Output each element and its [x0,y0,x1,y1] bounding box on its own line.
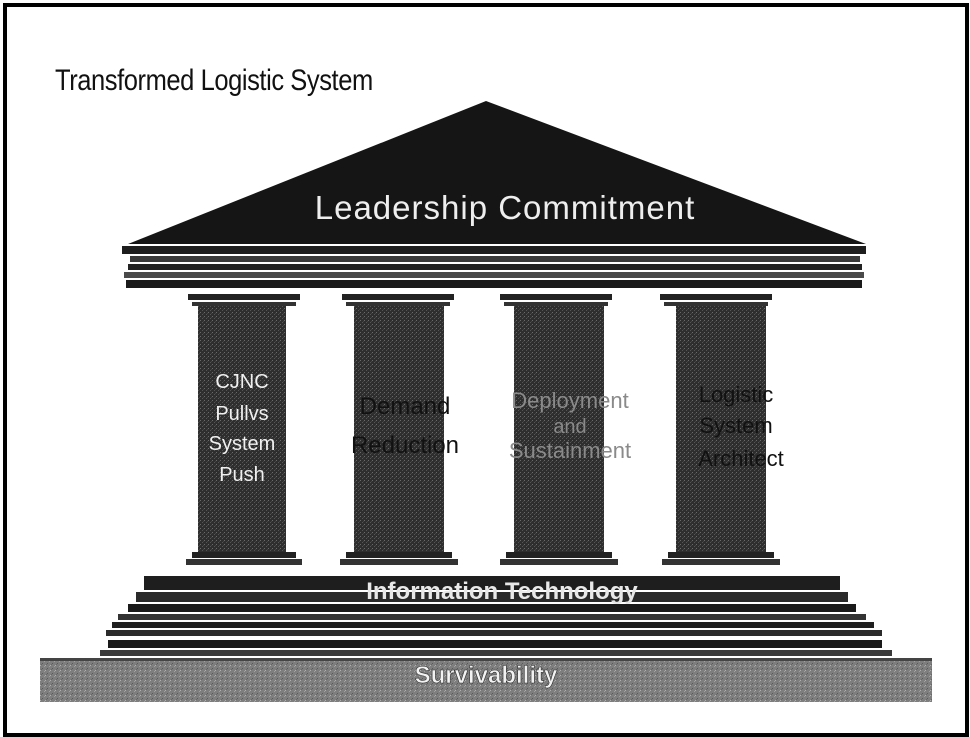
pillar-2-shaft [354,306,444,552]
pillar-1-shaft [198,306,286,552]
pillar-1-label: CJNC Pullvs System Push [209,371,276,486]
svg-text:Architect: Architect [698,446,784,471]
svg-text:and: and [553,416,586,438]
svg-text:CJNC: CJNC [215,371,268,393]
pillars [186,294,780,565]
svg-text:Deployment: Deployment [511,388,628,413]
roof-label: Leadership Commitment [315,189,696,226]
pillar-4-label: Logistic System Architect [698,382,784,471]
entablature [122,246,866,288]
steps-label: Information Technology [366,578,638,605]
temple-steps [100,576,892,656]
temple-base [40,658,932,702]
svg-text:Reduction: Reduction [351,432,459,459]
pillar-3-label: Deployment and Sustainment [509,388,631,463]
svg-text:Pullvs: Pullvs [215,403,268,425]
svg-text:Demand: Demand [360,393,451,420]
svg-text:Sustainment: Sustainment [509,438,631,463]
svg-text:System: System [209,433,276,455]
pillar-2-label: Demand Reduction [351,393,459,459]
diagram-title: Transformed Logistic System [55,64,373,97]
svg-text:Push: Push [219,464,265,486]
pillar-3-shaft [514,306,604,552]
svg-text:System: System [699,413,772,438]
temple-roof [128,101,866,244]
svg-text:Logistic: Logistic [699,382,774,407]
pillar-4-shaft [676,306,766,552]
base-label: Survivability [415,662,558,689]
